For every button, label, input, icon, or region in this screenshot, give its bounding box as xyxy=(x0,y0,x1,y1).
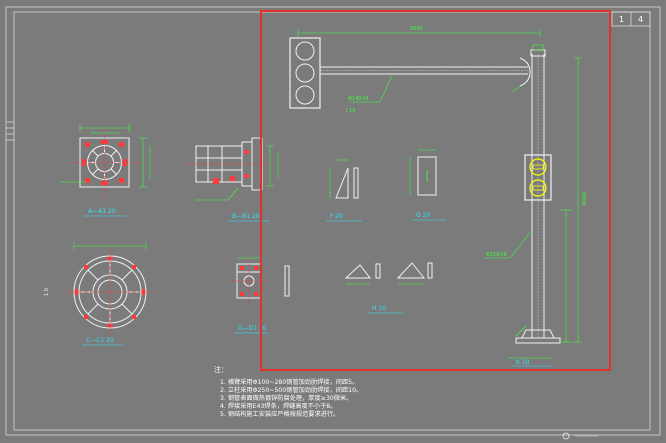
flange-side-detail[interactable]: B—B1 20 xyxy=(188,137,279,222)
stiffener-detail-b[interactable]: G 20 xyxy=(409,149,446,221)
base-plate-detail[interactable]: A—A1 20 xyxy=(60,124,151,217)
mast-arm-label: J 10 xyxy=(345,108,355,114)
base-plate-label: A—A1 20 xyxy=(88,208,116,215)
pipe-joint-label: D—D1 20 xyxy=(238,325,267,332)
arm-callout: Φ140×5 xyxy=(348,96,369,102)
top-right-glyph-2: 4 xyxy=(638,15,643,24)
note-line-3: 3. 钢管表面做热镀锌防腐处理，厚度≥30微米。 xyxy=(220,394,352,402)
note-line-1: 1. 横臂采用Φ100~280钢管加劲肋焊接，间距5。 xyxy=(220,378,358,386)
pipe-joint-detail[interactable]: D—D1 20 xyxy=(230,257,290,334)
rib-label: H 10 xyxy=(372,305,386,312)
ring-flange-label: C—C1 20 xyxy=(86,337,114,344)
rib-detail[interactable]: H 10 xyxy=(344,262,433,314)
ring-flange-side-text: 1 0 xyxy=(44,288,50,296)
pole[interactable]: 6000 Φ219×6 K 10 xyxy=(484,44,588,367)
stiffener-label-b: G 20 xyxy=(416,212,430,219)
mast-arm[interactable]: 5000 Φ140×5 J 10 xyxy=(297,26,541,114)
note-line-2: 2. 立柱采用Φ250~500钢管加劲肋焊接，间距10。 xyxy=(220,386,362,394)
ring-flange-detail[interactable]: 1 0 C—C1 20 xyxy=(44,242,154,346)
span-dimension: 5000 xyxy=(410,26,423,32)
notes-title: 注： xyxy=(214,365,228,374)
flange-label: B—B1 20 xyxy=(232,213,260,220)
height-dimension: 6000 xyxy=(582,192,588,205)
highlight-border xyxy=(260,10,611,371)
note-line-4: 4. 焊接采用E43焊条，焊缝高度不小于8。 xyxy=(220,402,336,410)
notes-block: 注： 1. 横臂采用Φ100~280钢管加劲肋焊接，间距5。 2. 立柱采用Φ2… xyxy=(214,365,362,418)
stiffener-label-a: F 20 xyxy=(330,213,343,220)
note-line-5: 5. 钢结构施工安装应严格按规范要求进行。 xyxy=(220,410,339,418)
pole-callout: Φ219×6 xyxy=(486,252,507,258)
signal-head-vertical[interactable] xyxy=(524,154,552,201)
top-right-glyph-1: 1 xyxy=(619,15,624,24)
small-detail xyxy=(562,432,598,440)
pole-label: K 10 xyxy=(516,359,530,366)
stiffener-detail-a[interactable]: F 20 xyxy=(326,159,362,222)
signal-head-horizontal[interactable] xyxy=(289,37,321,109)
